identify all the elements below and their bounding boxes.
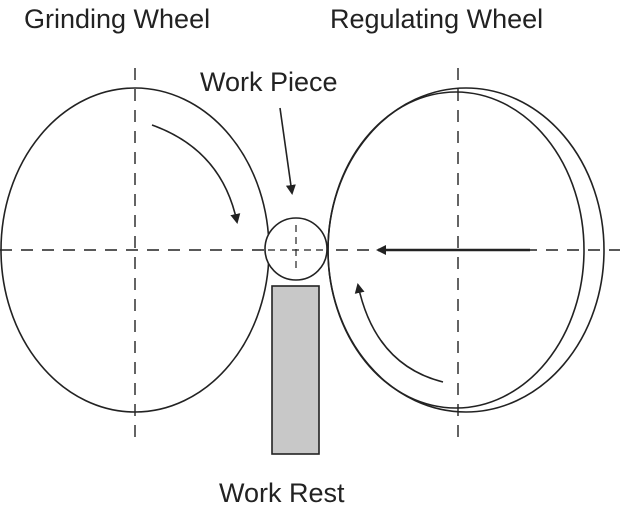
work-rest bbox=[271, 285, 320, 455]
work-piece-leader-arrow bbox=[279, 107, 296, 195]
grinding-wheel-label: Grinding Wheel bbox=[24, 4, 211, 34]
regulating-wheel-label: Regulating Wheel bbox=[330, 4, 544, 34]
regulating-wheel-rotation-arrow bbox=[354, 283, 444, 383]
regulating-wheel-inner bbox=[327, 91, 585, 409]
work-piece-label: Work Piece bbox=[200, 67, 338, 97]
work-rest-label: Work Rest bbox=[219, 478, 345, 508]
grinding-wheel-rotation-arrow bbox=[151, 124, 241, 224]
